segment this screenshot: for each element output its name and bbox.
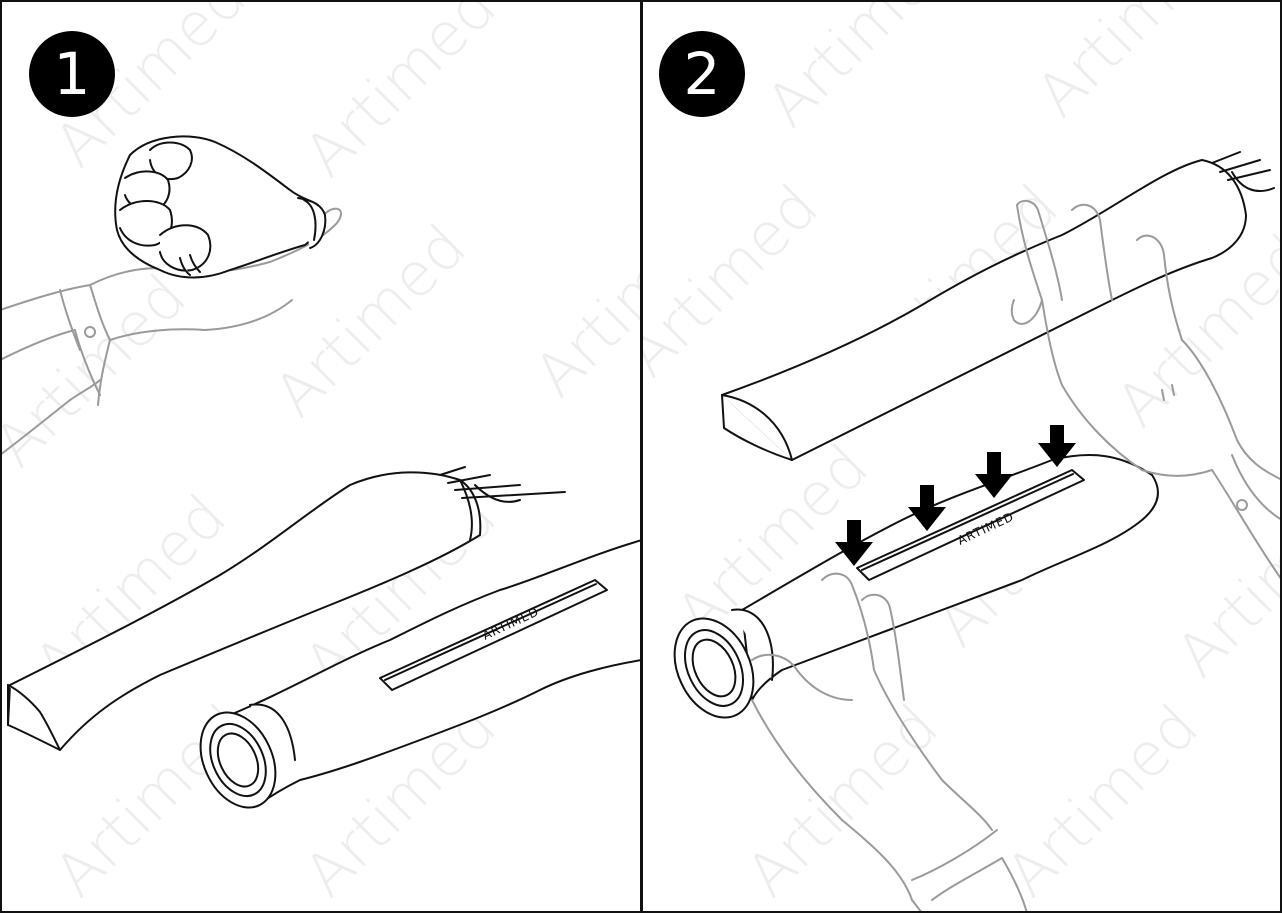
arm-tubes bbox=[439, 466, 566, 503]
step-number-badge: 1 bbox=[29, 31, 115, 117]
skin-sleeve bbox=[199, 539, 642, 809]
press-arrows bbox=[835, 425, 1076, 566]
arm-tubes bbox=[1211, 151, 1275, 192]
gloved-hand-lower bbox=[751, 572, 1028, 913]
down-arrow-icon bbox=[835, 520, 873, 566]
step-1-panel: Artimed Artimed Artimed Artimed Artimed … bbox=[0, 0, 642, 911]
step-2-illustration: ARTIMED bbox=[673, 151, 1282, 913]
fist-hand bbox=[114, 135, 327, 279]
panel-divider bbox=[640, 0, 643, 913]
down-arrow-icon bbox=[1038, 425, 1076, 467]
skin-sleeve bbox=[673, 454, 1159, 719]
step-1-illustration: ARTIMED bbox=[0, 135, 642, 809]
down-arrow-icon bbox=[975, 452, 1013, 498]
foam-arm bbox=[721, 159, 1247, 461]
foam-arm bbox=[7, 471, 482, 751]
step-2-panel: Artimed Artimed Artimed Artimed Artimed … bbox=[642, 0, 1282, 913]
gloved-hand-upper bbox=[1010, 199, 1282, 581]
down-arrow-icon bbox=[908, 485, 946, 531]
step-number-badge: 2 bbox=[659, 31, 745, 117]
gloved-hand-support bbox=[0, 207, 342, 456]
